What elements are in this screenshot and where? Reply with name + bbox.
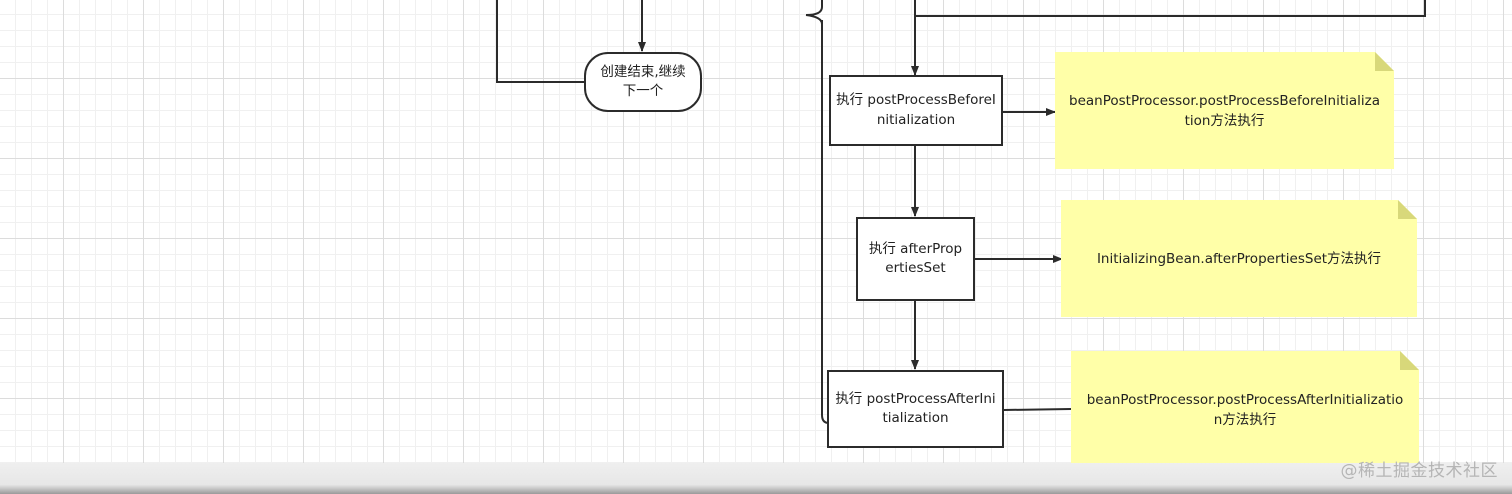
watermark: @稀土掘金技术社区 bbox=[1340, 461, 1498, 481]
note-after-properties-set[interactable]: InitializingBean.afterPropertiesSet方法执行 bbox=[1061, 200, 1417, 317]
note-after-initialization[interactable]: beanPostProcessor.postProcessAfterInitia… bbox=[1071, 351, 1419, 468]
step-after-initialization[interactable]: 执行 postProcessAfterInitialization bbox=[827, 370, 1004, 448]
line-to-note-3 bbox=[1003, 408, 1072, 411]
top-return-line bbox=[915, 0, 1426, 17]
step-before-initialization[interactable]: 执行 postProcessBeforeInitialization bbox=[829, 75, 1003, 146]
group-brace bbox=[805, 0, 830, 424]
step-after-properties-set[interactable]: 执行 afterPropertiesSet bbox=[856, 217, 975, 301]
connector-left-loop bbox=[496, 0, 584, 83]
note-before-initialization[interactable]: beanPostProcessor.postProcessBeforeIniti… bbox=[1055, 52, 1394, 169]
diagram-canvas: 创建结束,继续下一个 执行 postProcessBeforeInitializ… bbox=[0, 0, 1512, 463]
bottom-scroll-bar[interactable] bbox=[0, 463, 1512, 494]
end-terminal-node[interactable]: 创建结束,继续下一个 bbox=[584, 52, 702, 112]
group-brace-tip bbox=[805, 14, 823, 25]
